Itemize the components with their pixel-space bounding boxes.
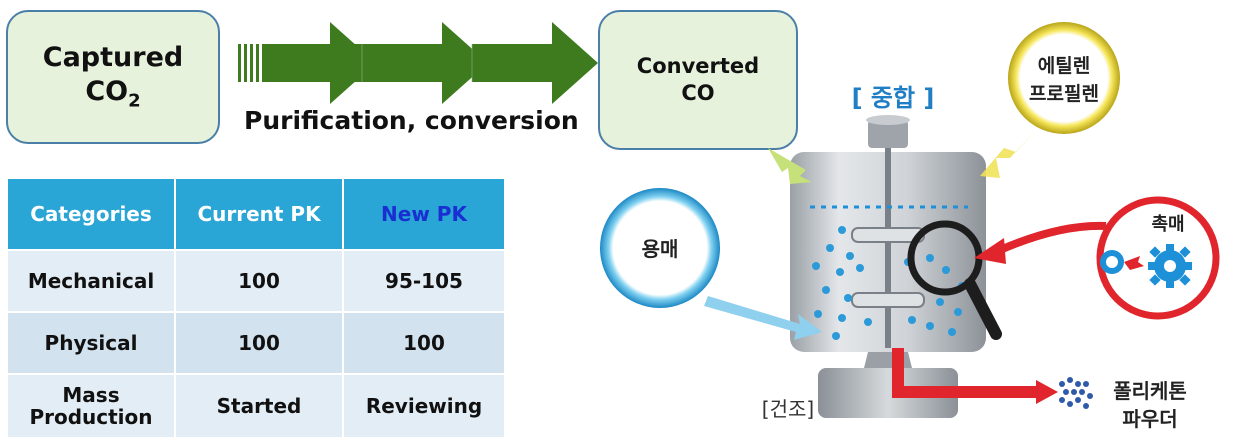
cell-category: Mechanical	[6, 249, 176, 313]
converted-label: Converted	[636, 53, 760, 78]
table-row: Physical 100 100	[6, 311, 506, 375]
polymerization-title: [ 중합 ]	[852, 84, 935, 112]
motor-cap	[868, 120, 908, 148]
catalyst-ring-icon	[1100, 250, 1124, 274]
cell-new: 95-105	[342, 249, 506, 313]
captured-co2-box: Captured CO2	[6, 10, 220, 144]
reactor-base	[818, 368, 958, 418]
catalyst-label: 촉매	[1151, 214, 1184, 235]
header-new-pk: New PK	[342, 177, 506, 251]
solvent-bubbles	[812, 226, 966, 340]
ethylene-label: 에틸렌	[1038, 55, 1090, 77]
flow-arrows	[238, 22, 598, 104]
table-row: Mass Production Started Reviewing	[6, 373, 506, 439]
propylene-label: 프로필렌	[1029, 83, 1099, 105]
cell-new: Reviewing	[342, 373, 506, 439]
header-current-pk: Current PK	[174, 177, 344, 251]
polyketone-label: 폴리케톤	[1113, 379, 1187, 403]
captured-label: Captured	[42, 42, 184, 74]
polymerization-reactor-illustration: [ 중합 ] [건조] 에틸렌 프로필렌 용매 촉매	[600, 22, 1220, 431]
table-header-row: Categories Current PK New PK	[6, 177, 506, 251]
powder-icon	[1059, 377, 1093, 409]
converted-co-box: Converted CO	[598, 10, 798, 150]
process-label: Purification, conversion	[244, 106, 579, 135]
cell-current: 100	[174, 311, 344, 375]
table-row: Mechanical 100 95-105	[6, 249, 506, 313]
co2-label: CO2	[85, 75, 141, 112]
pk-comparison-table: Categories Current PK New PK Mechanical …	[6, 177, 506, 439]
cell-category: Mass Production	[6, 373, 176, 439]
cell-category: Physical	[6, 311, 176, 375]
drying-label: [건조]	[762, 397, 814, 421]
header-categories: Categories	[6, 177, 176, 251]
solvent-arrow	[704, 296, 822, 340]
powder-label: 파우더	[1122, 407, 1177, 431]
monomer-arrow	[980, 130, 1036, 178]
solvent-circle	[600, 188, 720, 308]
catalyst-arrow	[998, 221, 1107, 254]
co-feed-arrow	[768, 148, 812, 184]
cell-new: 100	[342, 311, 506, 375]
cell-current: 100	[174, 249, 344, 313]
monomer-circle	[1008, 22, 1120, 134]
gear-icon	[1148, 244, 1192, 288]
solvent-label: 용매	[642, 237, 679, 261]
co-label: CO	[681, 81, 715, 105]
cell-current: Started	[174, 373, 344, 439]
outlet-pipe	[892, 348, 1040, 398]
